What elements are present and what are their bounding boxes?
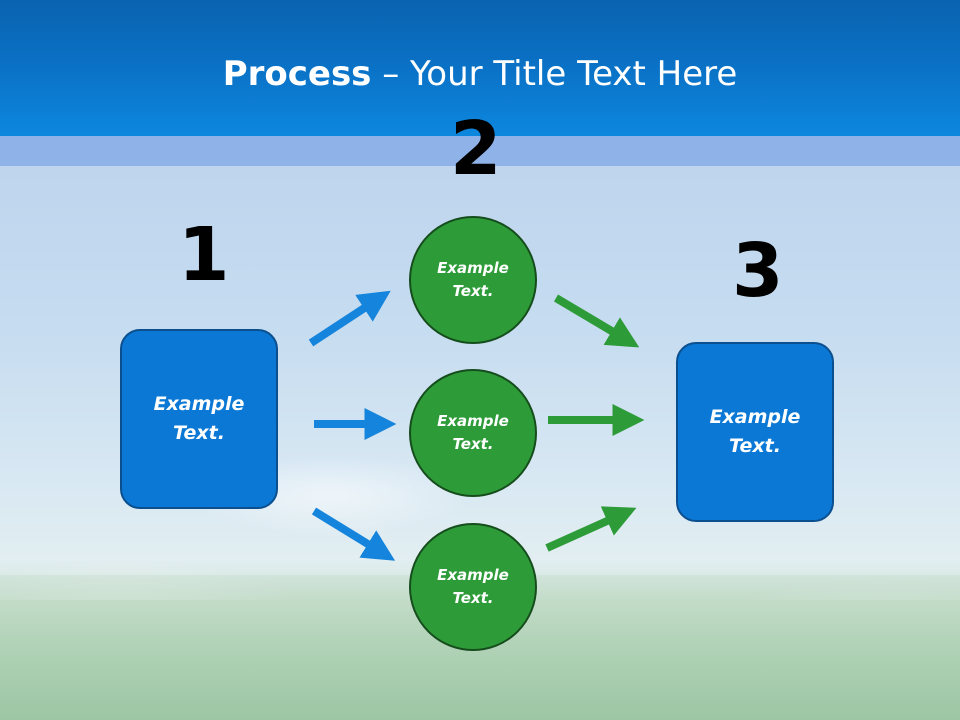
circle-bottom: Example Text. (409, 523, 537, 651)
step-number-3: 3 (732, 228, 784, 314)
circle-top-label: Example Text. (437, 259, 509, 300)
circle-middle-label: Example Text. (437, 412, 509, 453)
circle-middle: Example Text. (409, 369, 537, 497)
slide-title-bold: Process (222, 54, 372, 94)
arrow-right-up-green-icon (545, 506, 637, 552)
slide-title-rest: – Your Title Text Here (371, 54, 738, 94)
circle-top: Example Text. (409, 216, 537, 344)
step-number-1: 1 (178, 212, 230, 298)
circle-bottom-label: Example Text. (437, 566, 509, 607)
end-box-label: Example Text. (709, 406, 801, 457)
end-box: Example Text. (676, 342, 834, 522)
arrow-right-down-icon (311, 507, 396, 561)
arrow-right-down-green-icon (553, 294, 640, 348)
start-box: Example Text. (120, 329, 278, 509)
title-bar (0, 0, 960, 136)
step-number-2: 2 (450, 106, 502, 192)
slide-title: Process – Your Title Text Here (0, 52, 960, 96)
start-box-label: Example Text. (153, 393, 245, 444)
title-bar-band (0, 136, 960, 166)
arrow-right-up-icon (308, 290, 391, 347)
